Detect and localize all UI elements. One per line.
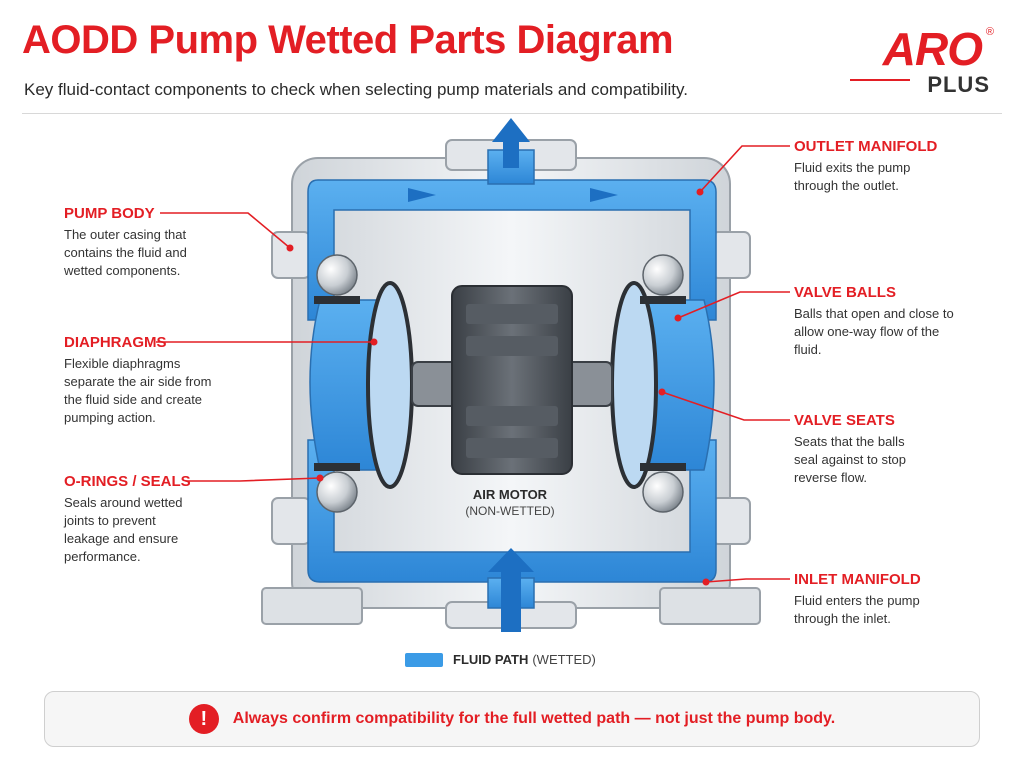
air-motor-label: AIR MOTOR (NON-WETTED): [440, 487, 580, 518]
callout-valve-balls: VALVE BALLS Balls that open and close to…: [794, 284, 994, 359]
callout-valve-balls-text: Balls that open and close to allow one-w…: [794, 306, 954, 357]
logo-rule: [850, 79, 910, 81]
leader-lines: [156, 145, 790, 583]
leader-valve-balls: [677, 291, 790, 319]
air-motor-label-line2: (NON-WETTED): [465, 504, 555, 518]
legend-qualifier: (WETTED): [532, 652, 596, 667]
callout-o-rings-text: Seals around wetted joints to prevent le…: [64, 495, 183, 564]
compatibility-notice: ! Always confirm compatibility for the f…: [44, 691, 980, 747]
callout-diaphragms: DIAPHRAGMS Flexible diaphragms separate …: [64, 334, 264, 427]
callout-valve-balls-title: VALVE BALLS: [794, 284, 896, 301]
leader-pump-body: [160, 212, 291, 249]
logo-sub-text: PLUS: [927, 72, 990, 97]
callout-outlet-manifold: OUTLET MANIFOLD Fluid exits the pump thr…: [794, 138, 994, 195]
exclamation-circle-icon: !: [188, 704, 219, 734]
logo-registered-mark: ®: [985, 26, 994, 38]
callout-valve-seats-title: VALVE SEATS: [794, 412, 895, 429]
brand-logo: ARO ® PLUS: [844, 22, 994, 102]
legend-label: FLUID PATH: [453, 652, 529, 667]
callout-diaphragms-title: DIAPHRAGMS: [64, 334, 167, 351]
inlet-arrow-icon: [488, 548, 534, 632]
air-motor-assembly: [411, 285, 613, 475]
top-left-flow-arrow-icon: [408, 188, 436, 202]
callout-o-rings-title: O-RINGS / SEALS: [64, 473, 191, 490]
valve-seats: [314, 296, 686, 471]
callout-pump-body: PUMP BODY The outer casing that contains…: [64, 205, 264, 280]
callout-o-rings: O-RINGS / SEALS Seals around wetted join…: [64, 473, 264, 566]
compatibility-notice-text: Always confirm compatibility for the ful…: [232, 710, 836, 727]
callout-pump-body-title: PUMP BODY: [64, 205, 155, 222]
page-subtitle: Key fluid-contact components to check wh…: [24, 80, 688, 99]
leader-valve-seats: [661, 391, 790, 421]
header-divider: [22, 113, 1002, 114]
leader-inlet-manifold: [705, 578, 790, 583]
leader-dots: [286, 188, 710, 586]
valve-balls: [316, 254, 684, 513]
callout-inlet-manifold-title: INLET MANIFOLD: [794, 571, 921, 588]
callout-outlet-manifold-text: Fluid exits the pump through the outlet.: [794, 160, 911, 193]
callout-valve-seats: VALVE SEATS Seats that the balls seal ag…: [794, 412, 994, 487]
fluid-path-swatch: [405, 652, 443, 667]
flow-arrows: [408, 118, 618, 632]
leader-o-rings: [186, 477, 321, 482]
leader-outlet-manifold: [699, 145, 790, 193]
fluid-path-legend: FLUID PATH (WETTED): [405, 652, 596, 667]
callout-pump-body-text: The outer casing that contains the fluid…: [64, 227, 187, 278]
callout-inlet-manifold-text: Fluid enters the pump through the inlet.: [794, 593, 920, 626]
logo-main-text: ARO: [882, 23, 983, 75]
top-right-flow-arrow-icon: [590, 188, 618, 202]
page-title: AODD Pump Wetted Parts Diagram: [22, 18, 674, 62]
callout-inlet-manifold: INLET MANIFOLD Fluid enters the pump thr…: [794, 571, 994, 628]
air-motor-label-line1: AIR MOTOR: [472, 487, 548, 502]
diaphragms: [366, 281, 658, 489]
callout-outlet-manifold-title: OUTLET MANIFOLD: [794, 138, 938, 155]
callout-valve-seats-text: Seats that the balls seal against to sto…: [794, 434, 907, 485]
outlet-arrow-icon: [492, 118, 530, 168]
callout-diaphragms-text: Flexible diaphragms separate the air sid…: [64, 356, 212, 425]
